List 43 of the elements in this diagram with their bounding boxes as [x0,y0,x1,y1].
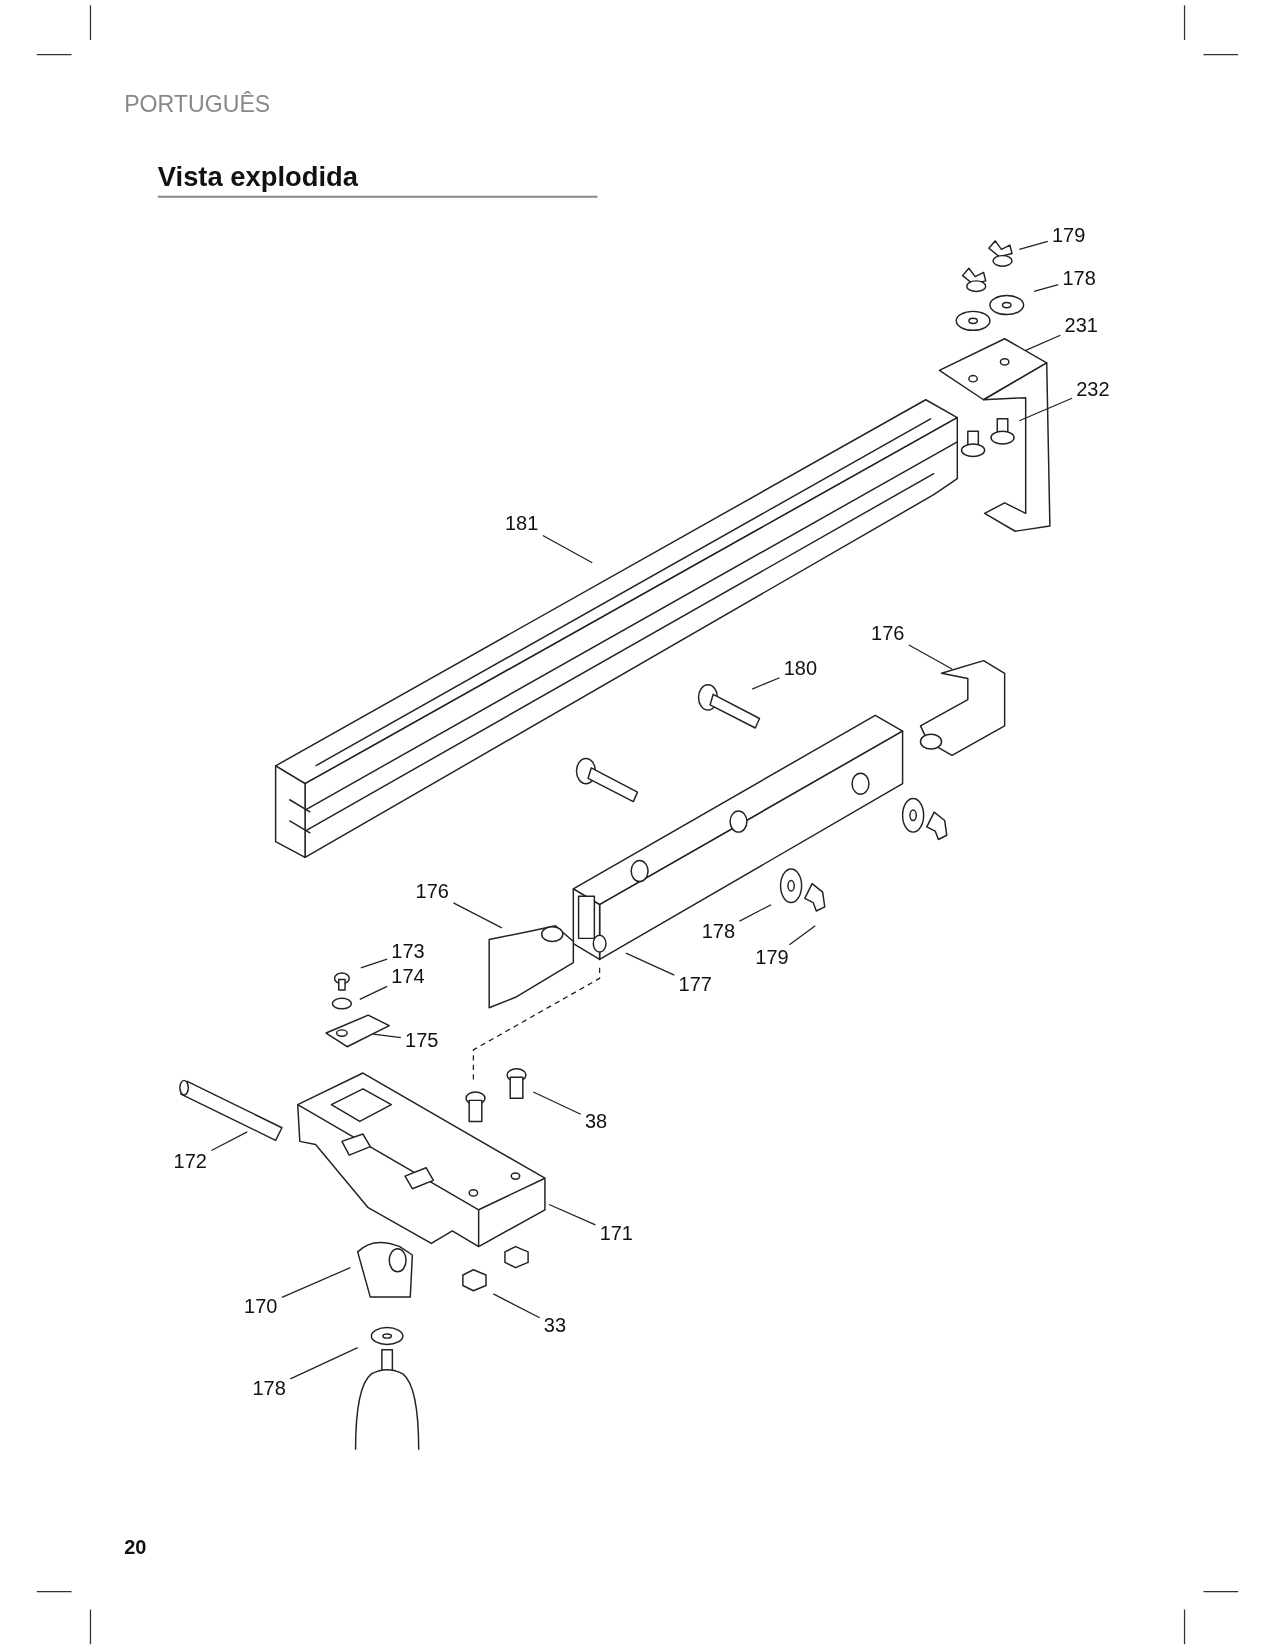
callout-number: 176 [871,621,905,645]
leader-line [1025,334,1062,351]
leader-line [908,644,953,670]
leader-line [492,1293,541,1319]
leader-line [788,925,816,946]
callout-number: 170 [244,1295,278,1319]
leader-line [542,534,593,564]
callout-number: 33 [543,1313,567,1338]
callout-number: 178 [1062,267,1096,291]
callout-number: 181 [504,512,539,536]
leader-line [452,902,503,929]
page-number: 20 [124,1535,147,1560]
leader-line [738,904,772,922]
callout-number: 231 [1064,314,1098,338]
leader-line [1033,284,1059,293]
callout-number: 179 [1052,224,1086,248]
section-title: Vista explodida [157,159,358,194]
callout-number: 175 [405,1028,439,1052]
callout-number: 174 [391,964,425,988]
leader-line [210,1131,248,1152]
callout-number: 38 [584,1109,608,1133]
callout-number: 171 [599,1222,633,1246]
leader-line [281,1267,351,1299]
leader-line [372,1033,402,1039]
leader-line [360,958,388,969]
callout-number: 177 [678,973,712,997]
callout-number: 179 [755,945,789,969]
callout-number: 232 [1076,377,1110,401]
language-label: PORTUGUÊS [124,90,271,118]
callout-number: 173 [391,940,425,964]
leader-line [1018,240,1049,250]
callout-number: 180 [783,657,818,681]
leader-line [289,1346,359,1380]
callout-number: 176 [415,880,449,904]
callout-number: 178 [701,920,735,944]
leader-line [548,1203,597,1226]
leader-line [1018,397,1073,422]
leader-line [751,677,781,690]
leader-line [625,952,675,976]
leader-line [532,1091,582,1115]
leader-line [359,985,388,1000]
callout-number: 178 [252,1377,286,1401]
callout-number: 172 [173,1149,207,1173]
